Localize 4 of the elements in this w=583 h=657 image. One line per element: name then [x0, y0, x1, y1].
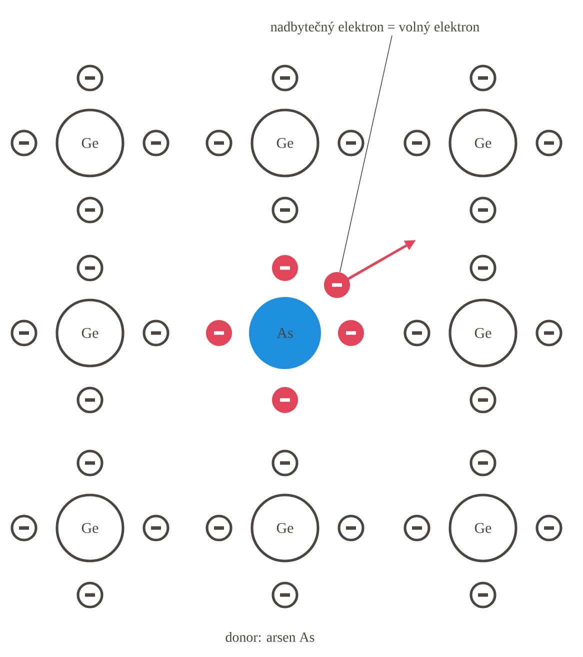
caption: donor: arsen As	[226, 632, 314, 642]
leader-line	[339, 35, 392, 273]
electron-icon	[324, 272, 350, 298]
annotation-text: nadbytečný elektron = volný elektron	[270, 22, 480, 34]
